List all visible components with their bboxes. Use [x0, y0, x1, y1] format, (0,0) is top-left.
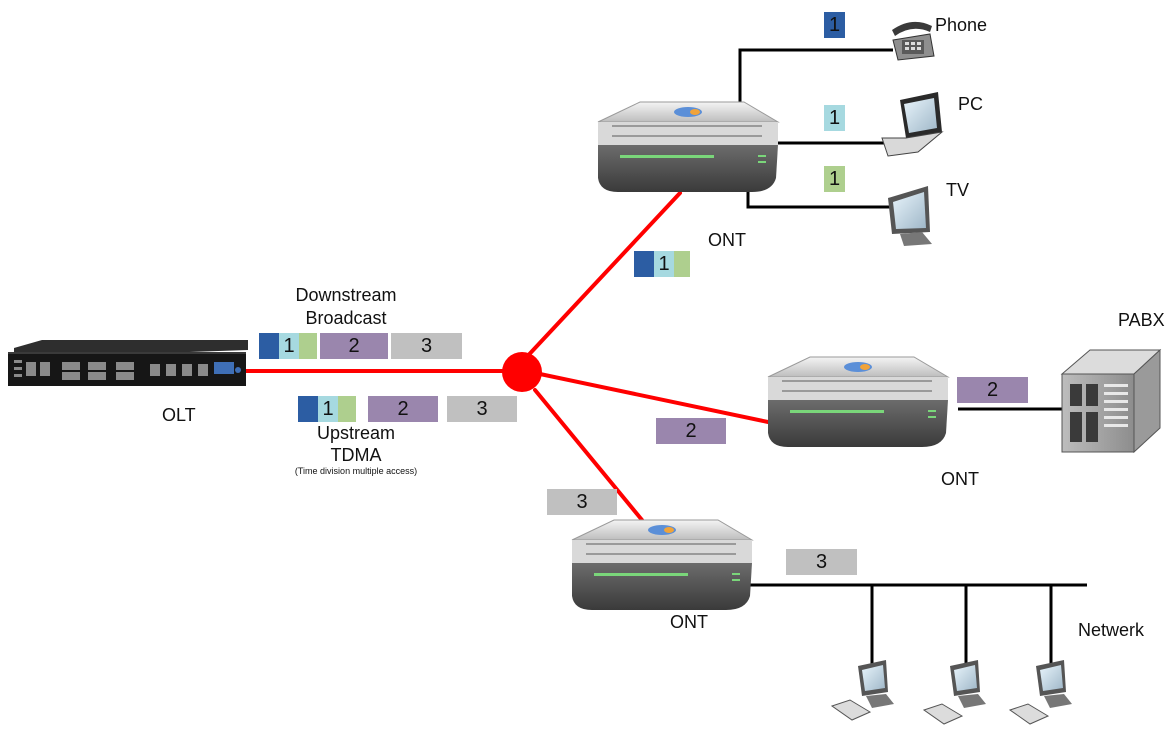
tv-icon	[888, 186, 932, 246]
optical-splitter	[502, 352, 542, 392]
ont-bottom-label: ONT	[670, 612, 708, 632]
broadcast-label: Broadcast	[305, 308, 387, 328]
tdma-label: TDMA	[330, 445, 382, 465]
branch-bottom-block-3: 3	[547, 489, 617, 515]
fiber-splitter-ont-mid	[538, 372, 770, 424]
ont-mid-device	[767, 356, 950, 447]
line-phone	[738, 48, 893, 115]
phone-label: Phone	[935, 15, 988, 35]
fiber-links	[244, 191, 770, 522]
phone-icon	[892, 21, 935, 61]
laptop-icon	[881, 92, 944, 157]
upstream-block-1: 1	[318, 396, 338, 422]
upstream-block-1-green	[338, 396, 356, 422]
upstream-block-1-dark	[298, 396, 318, 422]
pc-label: PC	[958, 94, 984, 114]
downstream-block-3: 3	[391, 333, 462, 359]
branch-top-block-1-green	[674, 251, 690, 277]
upstream-block-2: 2	[368, 396, 438, 422]
downstream-block-2: 2	[320, 333, 388, 359]
pabx-label: PABX	[1118, 310, 1165, 330]
ont-mid-label: ONT	[941, 469, 979, 489]
tdma-expansion-label: (Time division multiple access)	[294, 466, 418, 476]
downstream-block-1-green	[299, 333, 317, 359]
fiber-splitter-ont-bottom	[533, 388, 644, 522]
downstream-block-1: 1	[279, 333, 299, 359]
ont-bottom-device	[571, 519, 754, 610]
tv-label: TV	[946, 180, 970, 200]
fiber-splitter-ont-top	[520, 191, 682, 364]
pabx-block-2: 2	[957, 377, 1028, 403]
olt-device	[8, 340, 248, 386]
network-pc-3-icon	[1008, 660, 1072, 725]
pc-block-1: 1	[824, 105, 845, 131]
upstream-label: Upstream	[316, 423, 396, 443]
ont-top-label: ONT	[708, 230, 746, 250]
ont-top-device	[597, 101, 780, 192]
olt-label: OLT	[162, 405, 196, 425]
downstream-label: Downstream	[295, 285, 397, 305]
tv-block-1: 1	[824, 166, 845, 192]
downstream-block-1-dark	[259, 333, 279, 359]
upstream-block-3: 3	[447, 396, 517, 422]
branch-top-block-1-dark	[634, 251, 654, 277]
network-pc-2-icon	[922, 660, 986, 725]
pabx-icon	[1060, 348, 1162, 454]
branch-mid-block-2: 2	[656, 418, 726, 444]
branch-top-block-1: 1	[654, 251, 674, 277]
network-block-3: 3	[786, 549, 857, 575]
network-label: Netwerk	[1078, 620, 1145, 640]
phone-block-1: 1	[824, 12, 845, 38]
network-pc-1-icon	[830, 660, 894, 721]
